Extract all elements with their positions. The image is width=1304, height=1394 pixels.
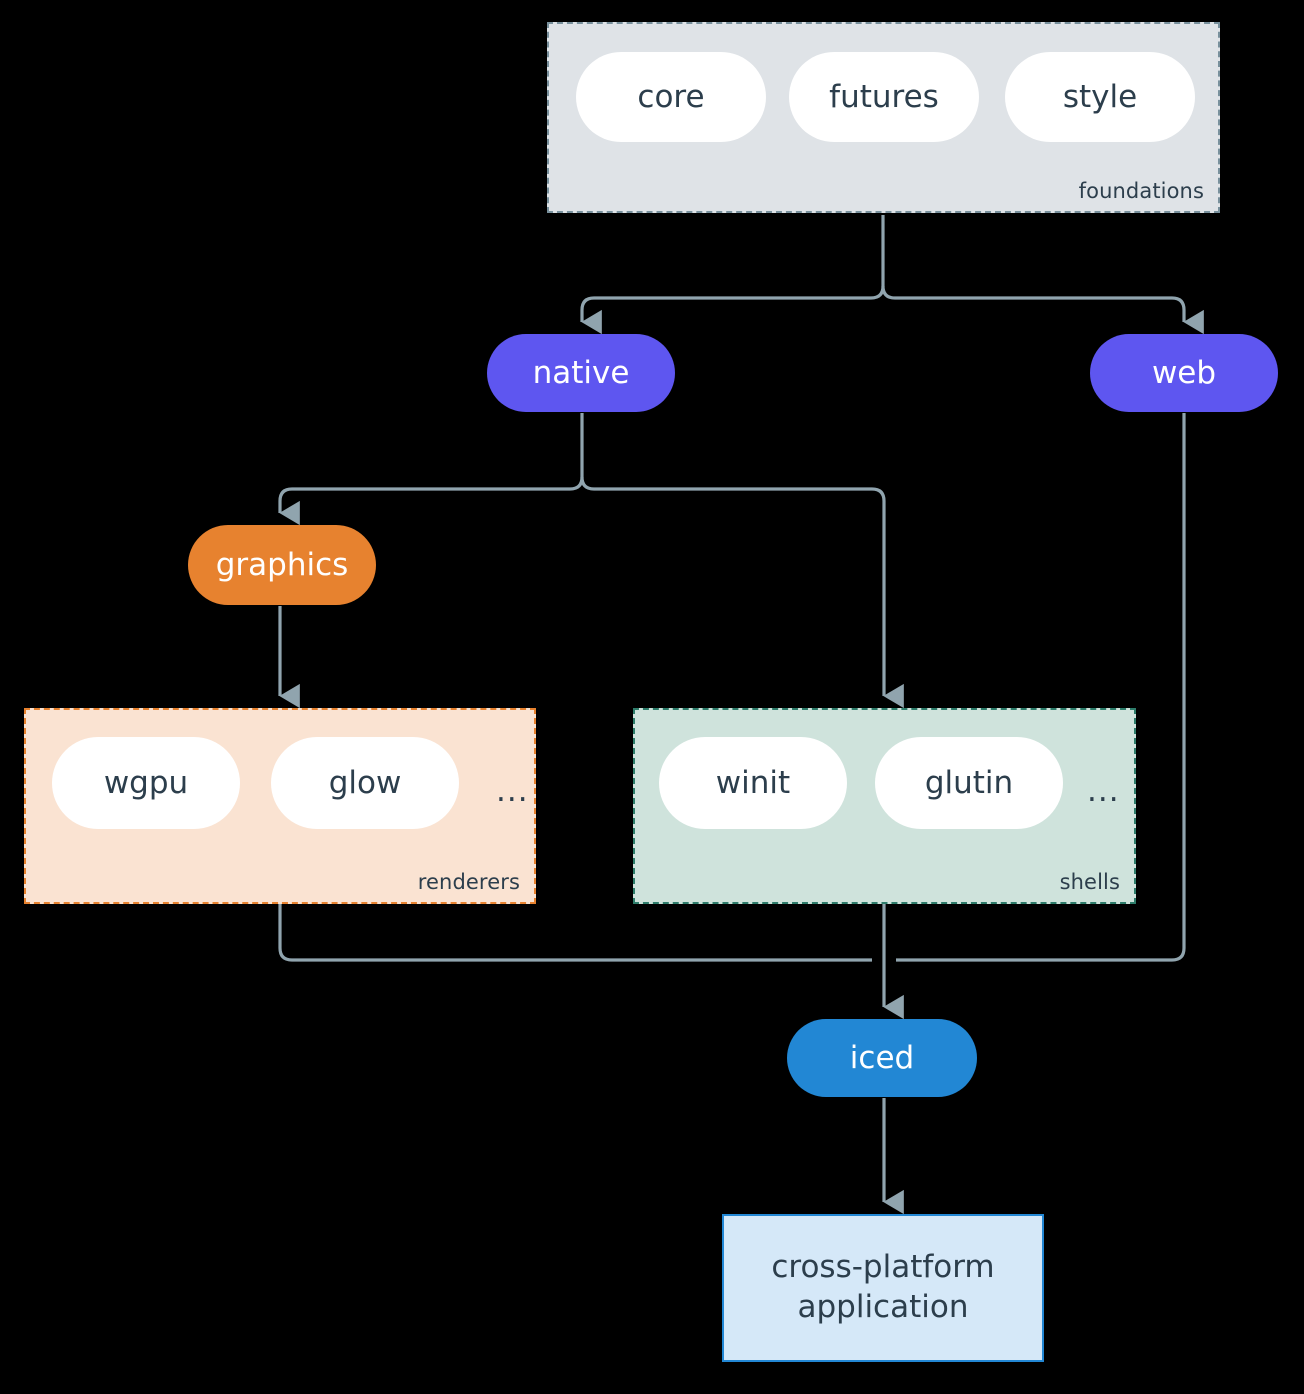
- node-glutin[interactable]: glutin: [875, 737, 1063, 829]
- application-line-2: application: [797, 1289, 969, 1325]
- node-glow[interactable]: glow: [271, 737, 459, 829]
- group-label-foundations: foundations: [1078, 179, 1204, 203]
- renderers-ellipsis: ...: [496, 773, 529, 809]
- node-iced[interactable]: iced: [787, 1019, 977, 1097]
- group-renderers[interactable]: wgpu glow ... renderers: [24, 708, 536, 904]
- node-core[interactable]: core: [576, 52, 766, 142]
- edge-native-shells: [580, 476, 904, 709]
- shells-ellipsis: ...: [1087, 773, 1120, 809]
- node-web[interactable]: web: [1090, 334, 1278, 412]
- node-graphics[interactable]: graphics: [188, 525, 376, 605]
- edge-foundations-native: [580, 285, 885, 335]
- edge-renderers-iced: [278, 904, 872, 962]
- edge-native-graphics: [278, 476, 584, 526]
- node-futures[interactable]: futures: [789, 52, 979, 142]
- node-style[interactable]: style: [1005, 52, 1195, 142]
- node-cross-platform-application[interactable]: cross-platform application: [722, 1214, 1044, 1362]
- application-line-1: cross-platform: [771, 1249, 995, 1286]
- group-label-renderers: renderers: [417, 870, 520, 894]
- edge-foundations-web: [881, 285, 1204, 335]
- group-foundations[interactable]: core futures style foundations: [547, 22, 1220, 213]
- node-wgpu[interactable]: wgpu: [52, 737, 240, 829]
- edge-web-iced: [896, 413, 1186, 962]
- node-native[interactable]: native: [487, 334, 675, 412]
- group-shells[interactable]: winit glutin ... shells: [633, 708, 1136, 904]
- node-winit[interactable]: winit: [659, 737, 847, 829]
- group-label-shells: shells: [1059, 870, 1120, 894]
